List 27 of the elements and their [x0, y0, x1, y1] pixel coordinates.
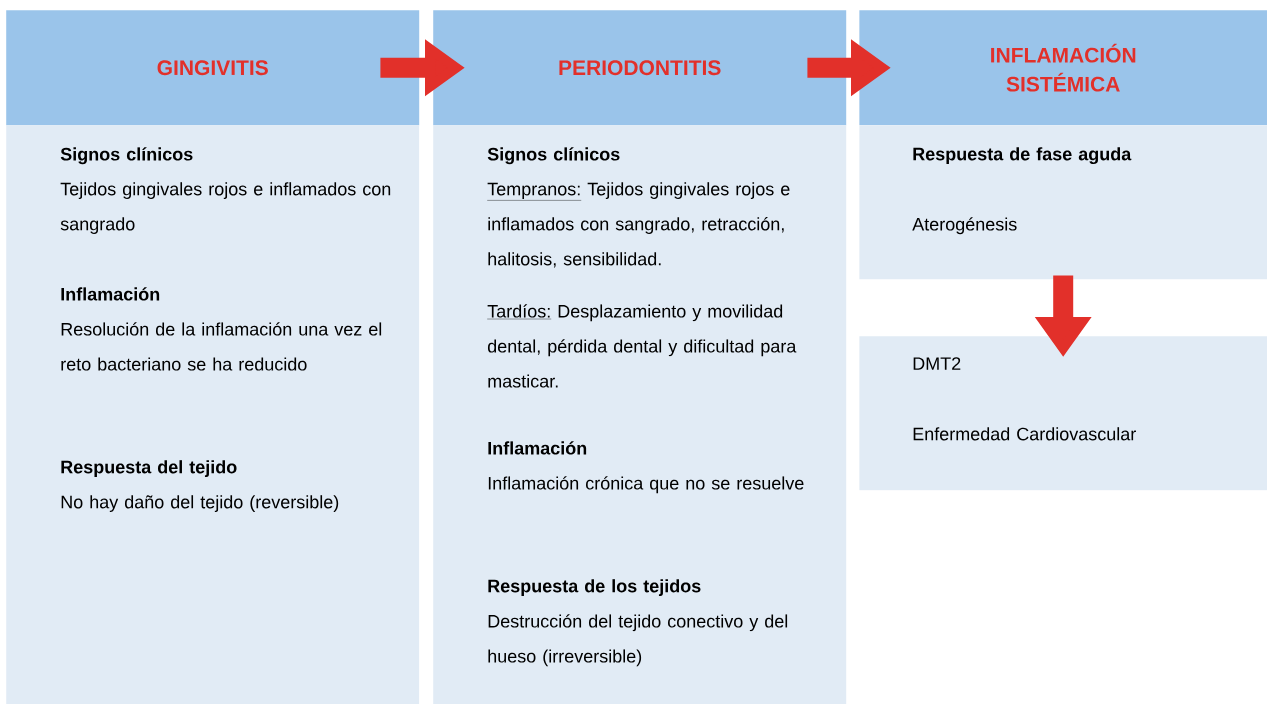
column-panel [433, 125, 847, 704]
section-heading: Respuesta de fase aguda [913, 147, 1132, 165]
section-heading: Inflamación [488, 441, 587, 455]
section-heading: Signos clínicos [60, 147, 193, 165]
paragraph: Destrucción del tejido conectivo y del hueso (irreversible) [488, 614, 788, 667]
column-panel [6, 125, 420, 704]
column-title: GINGIVITIS [157, 60, 268, 76]
header-band [859, 10, 1267, 126]
paragraph: DMT2 [913, 357, 961, 370]
column-title: PERIODONTITIS [559, 60, 721, 76]
section-heading: Respuesta de los tejidos [488, 579, 701, 596]
header-band [433, 10, 847, 126]
paragraph: Enfermedad Cardiovascular [913, 427, 1136, 441]
paragraph: Inflamación crónica que no se resuelve [488, 476, 804, 494]
paragraph: No hay daño del tejido (reversible) [61, 495, 339, 512]
paragraph: Tempranos: Tejidos gingivales rojos e inflamados con sangrado, retracción, halitosis, sensibilidad. [487, 182, 790, 268]
column-panel [859, 125, 1267, 280]
paragraph: Tardíos: Desplazamiento y movilidad dental, pérdida dental y dificultad para masticar. [487, 304, 797, 388]
header-band [6, 10, 420, 126]
column-title: INFLAMACIÓN SISTÉMICA [991, 43, 1136, 92]
column-panel [859, 336, 1267, 491]
section-heading: Signos clínicos [487, 147, 620, 165]
paragraph: Aterogénesis [912, 217, 1017, 235]
section-heading: Inflamación [61, 287, 160, 301]
paragraph: Tejidos gingivales rojos e inflamados con sangrado [60, 182, 391, 234]
section-heading: Respuesta del tejido [61, 460, 237, 477]
paragraph: Resolución de la inflamación una vez el reto bacteriano se ha reducido [61, 322, 382, 371]
